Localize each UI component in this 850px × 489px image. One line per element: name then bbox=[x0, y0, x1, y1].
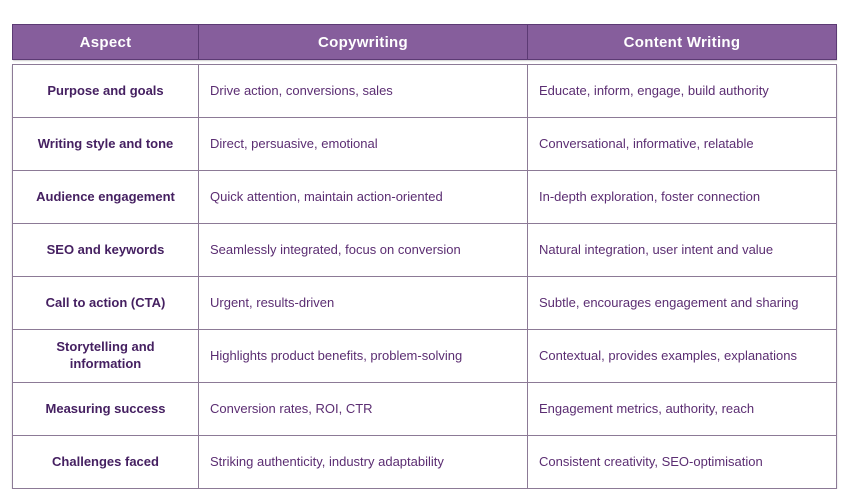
row-aspect-label: Call to action (CTA) bbox=[12, 276, 199, 330]
table-row: Measuring success Conversion rates, ROI,… bbox=[12, 382, 837, 436]
page: Aspect Copywriting Content Writing Purpo… bbox=[12, 24, 837, 489]
row-content-writing-value: In-depth exploration, foster connection bbox=[527, 170, 837, 224]
row-copywriting-value: Drive action, conversions, sales bbox=[198, 64, 528, 118]
comparison-table: Aspect Copywriting Content Writing Purpo… bbox=[12, 24, 837, 489]
table-row: Challenges faced Striking authenticity, … bbox=[12, 435, 837, 489]
row-copywriting-value: Striking authenticity, industry adaptabi… bbox=[198, 435, 528, 489]
table-header: Aspect Copywriting Content Writing bbox=[12, 24, 837, 60]
column-header-content-writing: Content Writing bbox=[527, 24, 837, 60]
column-header-aspect: Aspect bbox=[12, 24, 199, 60]
row-aspect-label: Storytelling and information bbox=[12, 329, 199, 383]
row-content-writing-value: Subtle, encourages engagement and sharin… bbox=[527, 276, 837, 330]
row-aspect-label: Measuring success bbox=[12, 382, 199, 436]
row-content-writing-value: Conversational, informative, relatable bbox=[527, 117, 837, 171]
row-copywriting-value: Highlights product benefits, problem-sol… bbox=[198, 329, 528, 383]
row-aspect-label: Challenges faced bbox=[12, 435, 199, 489]
table-row: Audience engagement Quick attention, mai… bbox=[12, 170, 837, 224]
table-body: Purpose and goals Drive action, conversi… bbox=[12, 64, 837, 489]
table-row: SEO and keywords Seamlessly integrated, … bbox=[12, 223, 837, 277]
row-aspect-label: SEO and keywords bbox=[12, 223, 199, 277]
row-content-writing-value: Educate, inform, engage, build authority bbox=[527, 64, 837, 118]
row-copywriting-value: Direct, persuasive, emotional bbox=[198, 117, 528, 171]
row-aspect-label: Purpose and goals bbox=[12, 64, 199, 118]
column-header-copywriting: Copywriting bbox=[198, 24, 528, 60]
row-content-writing-value: Engagement metrics, authority, reach bbox=[527, 382, 837, 436]
row-copywriting-value: Conversion rates, ROI, CTR bbox=[198, 382, 528, 436]
table-row: Call to action (CTA) Urgent, results-dri… bbox=[12, 276, 837, 330]
table-row: Storytelling and information Highlights … bbox=[12, 329, 837, 383]
table-row: Purpose and goals Drive action, conversi… bbox=[12, 64, 837, 118]
row-aspect-label: Writing style and tone bbox=[12, 117, 199, 171]
row-copywriting-value: Seamlessly integrated, focus on conversi… bbox=[198, 223, 528, 277]
row-content-writing-value: Natural integration, user intent and val… bbox=[527, 223, 837, 277]
row-copywriting-value: Quick attention, maintain action-oriente… bbox=[198, 170, 528, 224]
row-content-writing-value: Consistent creativity, SEO-optimisation bbox=[527, 435, 837, 489]
row-aspect-label: Audience engagement bbox=[12, 170, 199, 224]
row-content-writing-value: Contextual, provides examples, explanati… bbox=[527, 329, 837, 383]
row-copywriting-value: Urgent, results-driven bbox=[198, 276, 528, 330]
header-row: Aspect Copywriting Content Writing bbox=[12, 24, 837, 60]
table-row: Writing style and tone Direct, persuasiv… bbox=[12, 117, 837, 171]
